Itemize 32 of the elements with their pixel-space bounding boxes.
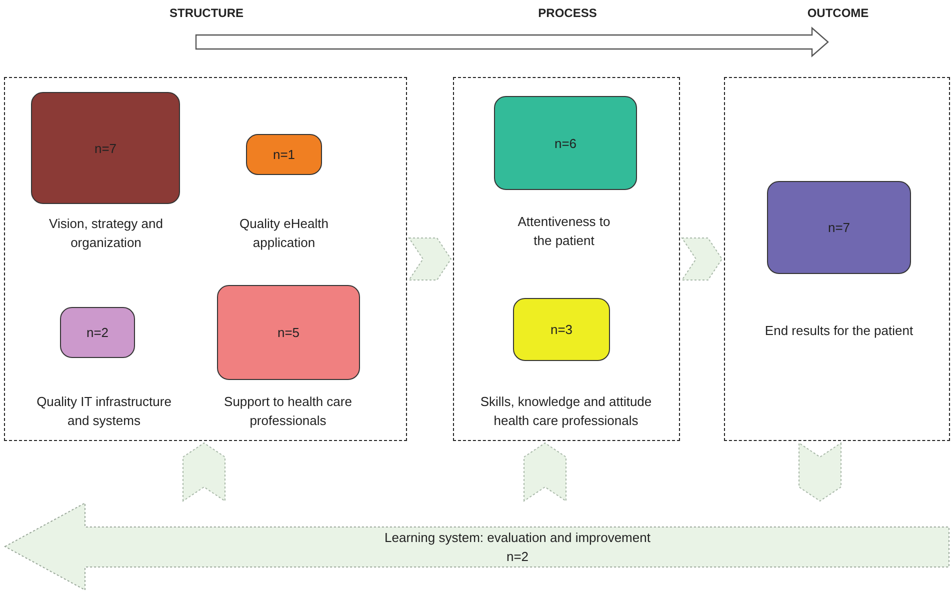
count-box xyxy=(31,92,180,204)
count-box xyxy=(217,285,360,380)
count-label: n=1 xyxy=(272,147,296,162)
chevron-arrow xyxy=(524,442,566,502)
chevron-arrow xyxy=(408,238,452,280)
category-caption: Quality IT infrastructure and systems xyxy=(36,393,172,430)
feedback-text: n=2 xyxy=(505,548,530,566)
count-label: n=7 xyxy=(828,220,850,235)
count-label: n=7 xyxy=(94,140,117,156)
chevron-arrow xyxy=(681,238,723,280)
count-box xyxy=(767,181,911,274)
column-heading: PROCESS xyxy=(537,6,598,20)
category-caption: Vision, strategy and organization xyxy=(48,215,164,252)
feedback-text: Learning system: evaluation and improvement xyxy=(384,529,652,547)
category-caption: Attentiveness to the patient xyxy=(516,213,612,250)
chevron-arrow xyxy=(182,442,226,502)
category-caption: Support to health care professionals xyxy=(223,393,353,430)
category-caption: Quality eHealth application xyxy=(238,215,330,252)
category-caption: End results for the patient xyxy=(764,322,914,340)
count-label: n=5 xyxy=(277,325,300,340)
count-label: n=6 xyxy=(554,136,577,150)
count-box xyxy=(246,134,322,175)
count-box xyxy=(60,307,135,358)
count-label: n=2 xyxy=(86,325,109,340)
column-heading: STRUCTURE xyxy=(168,6,244,20)
count-label: n=3 xyxy=(550,322,573,337)
category-caption: Skills, knowledge and attitude health care professionals xyxy=(479,393,653,430)
count-box xyxy=(494,96,637,190)
count-box xyxy=(513,298,610,361)
feedback-arrow xyxy=(5,503,950,590)
chevron-arrow xyxy=(798,442,842,502)
column-heading: OUTCOME xyxy=(806,6,870,20)
